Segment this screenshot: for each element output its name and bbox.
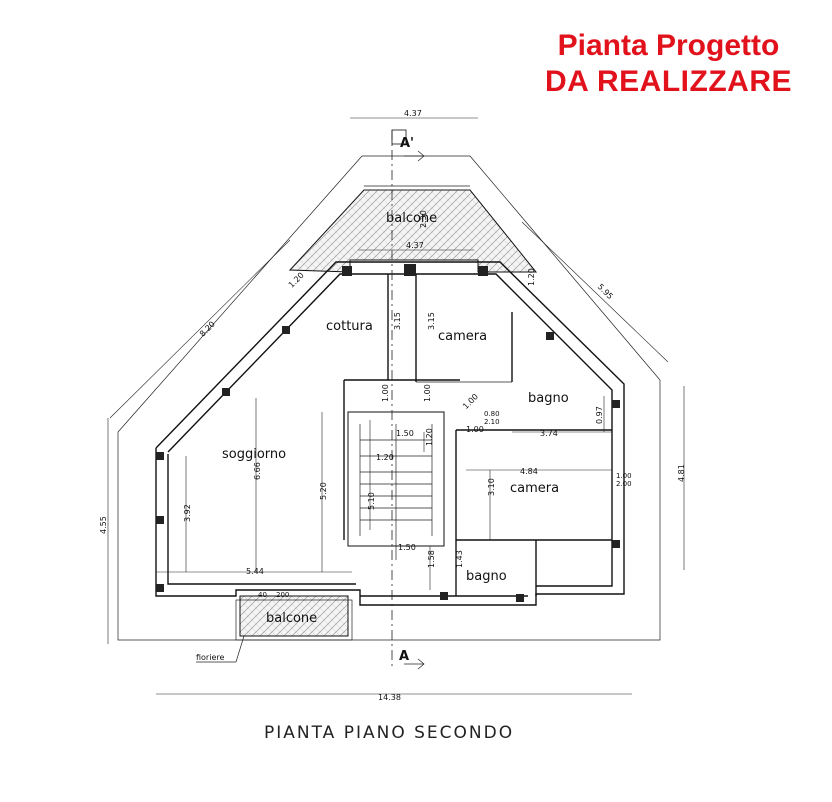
banner-line-1: Pianta Progetto — [557, 29, 780, 62]
dim-120-left: 1.20 — [287, 271, 306, 290]
dim-120-d: 1.20 — [376, 453, 394, 462]
dim-200: 200 — [276, 591, 289, 599]
dim-right-height: 4.81 — [677, 464, 686, 482]
dim-150-a: 1.50 — [396, 429, 414, 438]
room-bagno-bottom: bagno — [466, 569, 507, 584]
dim-143: 1.43 — [455, 550, 464, 568]
room-camera-right: camera — [510, 481, 559, 496]
dim-top-width: 4.37 — [404, 109, 422, 118]
label-fioriere: fioriere — [196, 653, 224, 662]
section-mark-bottom: A — [399, 649, 409, 664]
dim-100-d: 1.00 — [466, 425, 484, 434]
room-cottura: cottura — [326, 319, 373, 334]
dim-666: 6.66 — [253, 462, 262, 480]
dim-040: 40 — [258, 591, 267, 599]
dim-120-c: 1.20 — [425, 428, 434, 446]
dim-left-height: 4.55 — [99, 516, 108, 534]
dim-374: 3.74 — [540, 429, 558, 438]
dim-120-right: 1.20 — [527, 268, 536, 286]
dim-484: 4.84 — [520, 467, 538, 476]
balcone-top-area — [288, 189, 538, 273]
room-soggiorno: soggiorno — [222, 447, 286, 462]
dim-097: 0.97 — [595, 406, 604, 424]
plan-title: PIANTA PIANO SECONDO — [264, 723, 514, 743]
project-banner: Pianta Progetto DA REALIZZARE — [545, 28, 792, 100]
dim-balcony-depth: 2.30 — [419, 210, 428, 228]
room-bagno-top: bagno — [528, 391, 569, 406]
door-width-label: 0.80 — [484, 410, 500, 418]
dim-100-a: 1.00 — [381, 384, 390, 402]
dim-balcony-width: 4.37 — [406, 241, 424, 250]
dim-315-b: 3.15 — [427, 312, 436, 330]
door-height-label: 2.10 — [484, 418, 500, 426]
dim-520: 5.20 — [319, 482, 328, 500]
window-width-label: 1.00 — [616, 472, 632, 480]
dim-510: 5.10 — [367, 492, 376, 510]
dim-315-a: 3.15 — [393, 312, 402, 330]
dim-100-b: 1.00 — [423, 384, 432, 402]
room-balcone-top: balcone — [386, 211, 437, 226]
dim-392: 3.92 — [183, 504, 192, 522]
dim-158: 1.58 — [427, 550, 436, 568]
outer-boundary — [117, 155, 661, 641]
room-balcone-bottom: balcone — [266, 611, 317, 626]
building-outer-wall — [155, 261, 625, 606]
dim-150-b: 1.50 — [398, 543, 416, 552]
section-mark-top: A' — [400, 136, 414, 151]
dim-100-c: 1.00 — [461, 392, 480, 411]
dim-left-diag: 8.20 — [198, 320, 217, 339]
room-camera-top: camera — [438, 329, 487, 344]
dim-total-width: 14.38 — [378, 693, 401, 702]
dim-544: 5.44 — [246, 567, 264, 576]
dim-310: 3.10 — [487, 478, 496, 496]
balcone-bottom-area — [239, 595, 349, 637]
dim-right-diag: 5.95 — [596, 282, 615, 301]
window-height-label: 2.00 — [616, 480, 632, 488]
banner-line-2: DA REALIZZARE — [544, 65, 792, 98]
